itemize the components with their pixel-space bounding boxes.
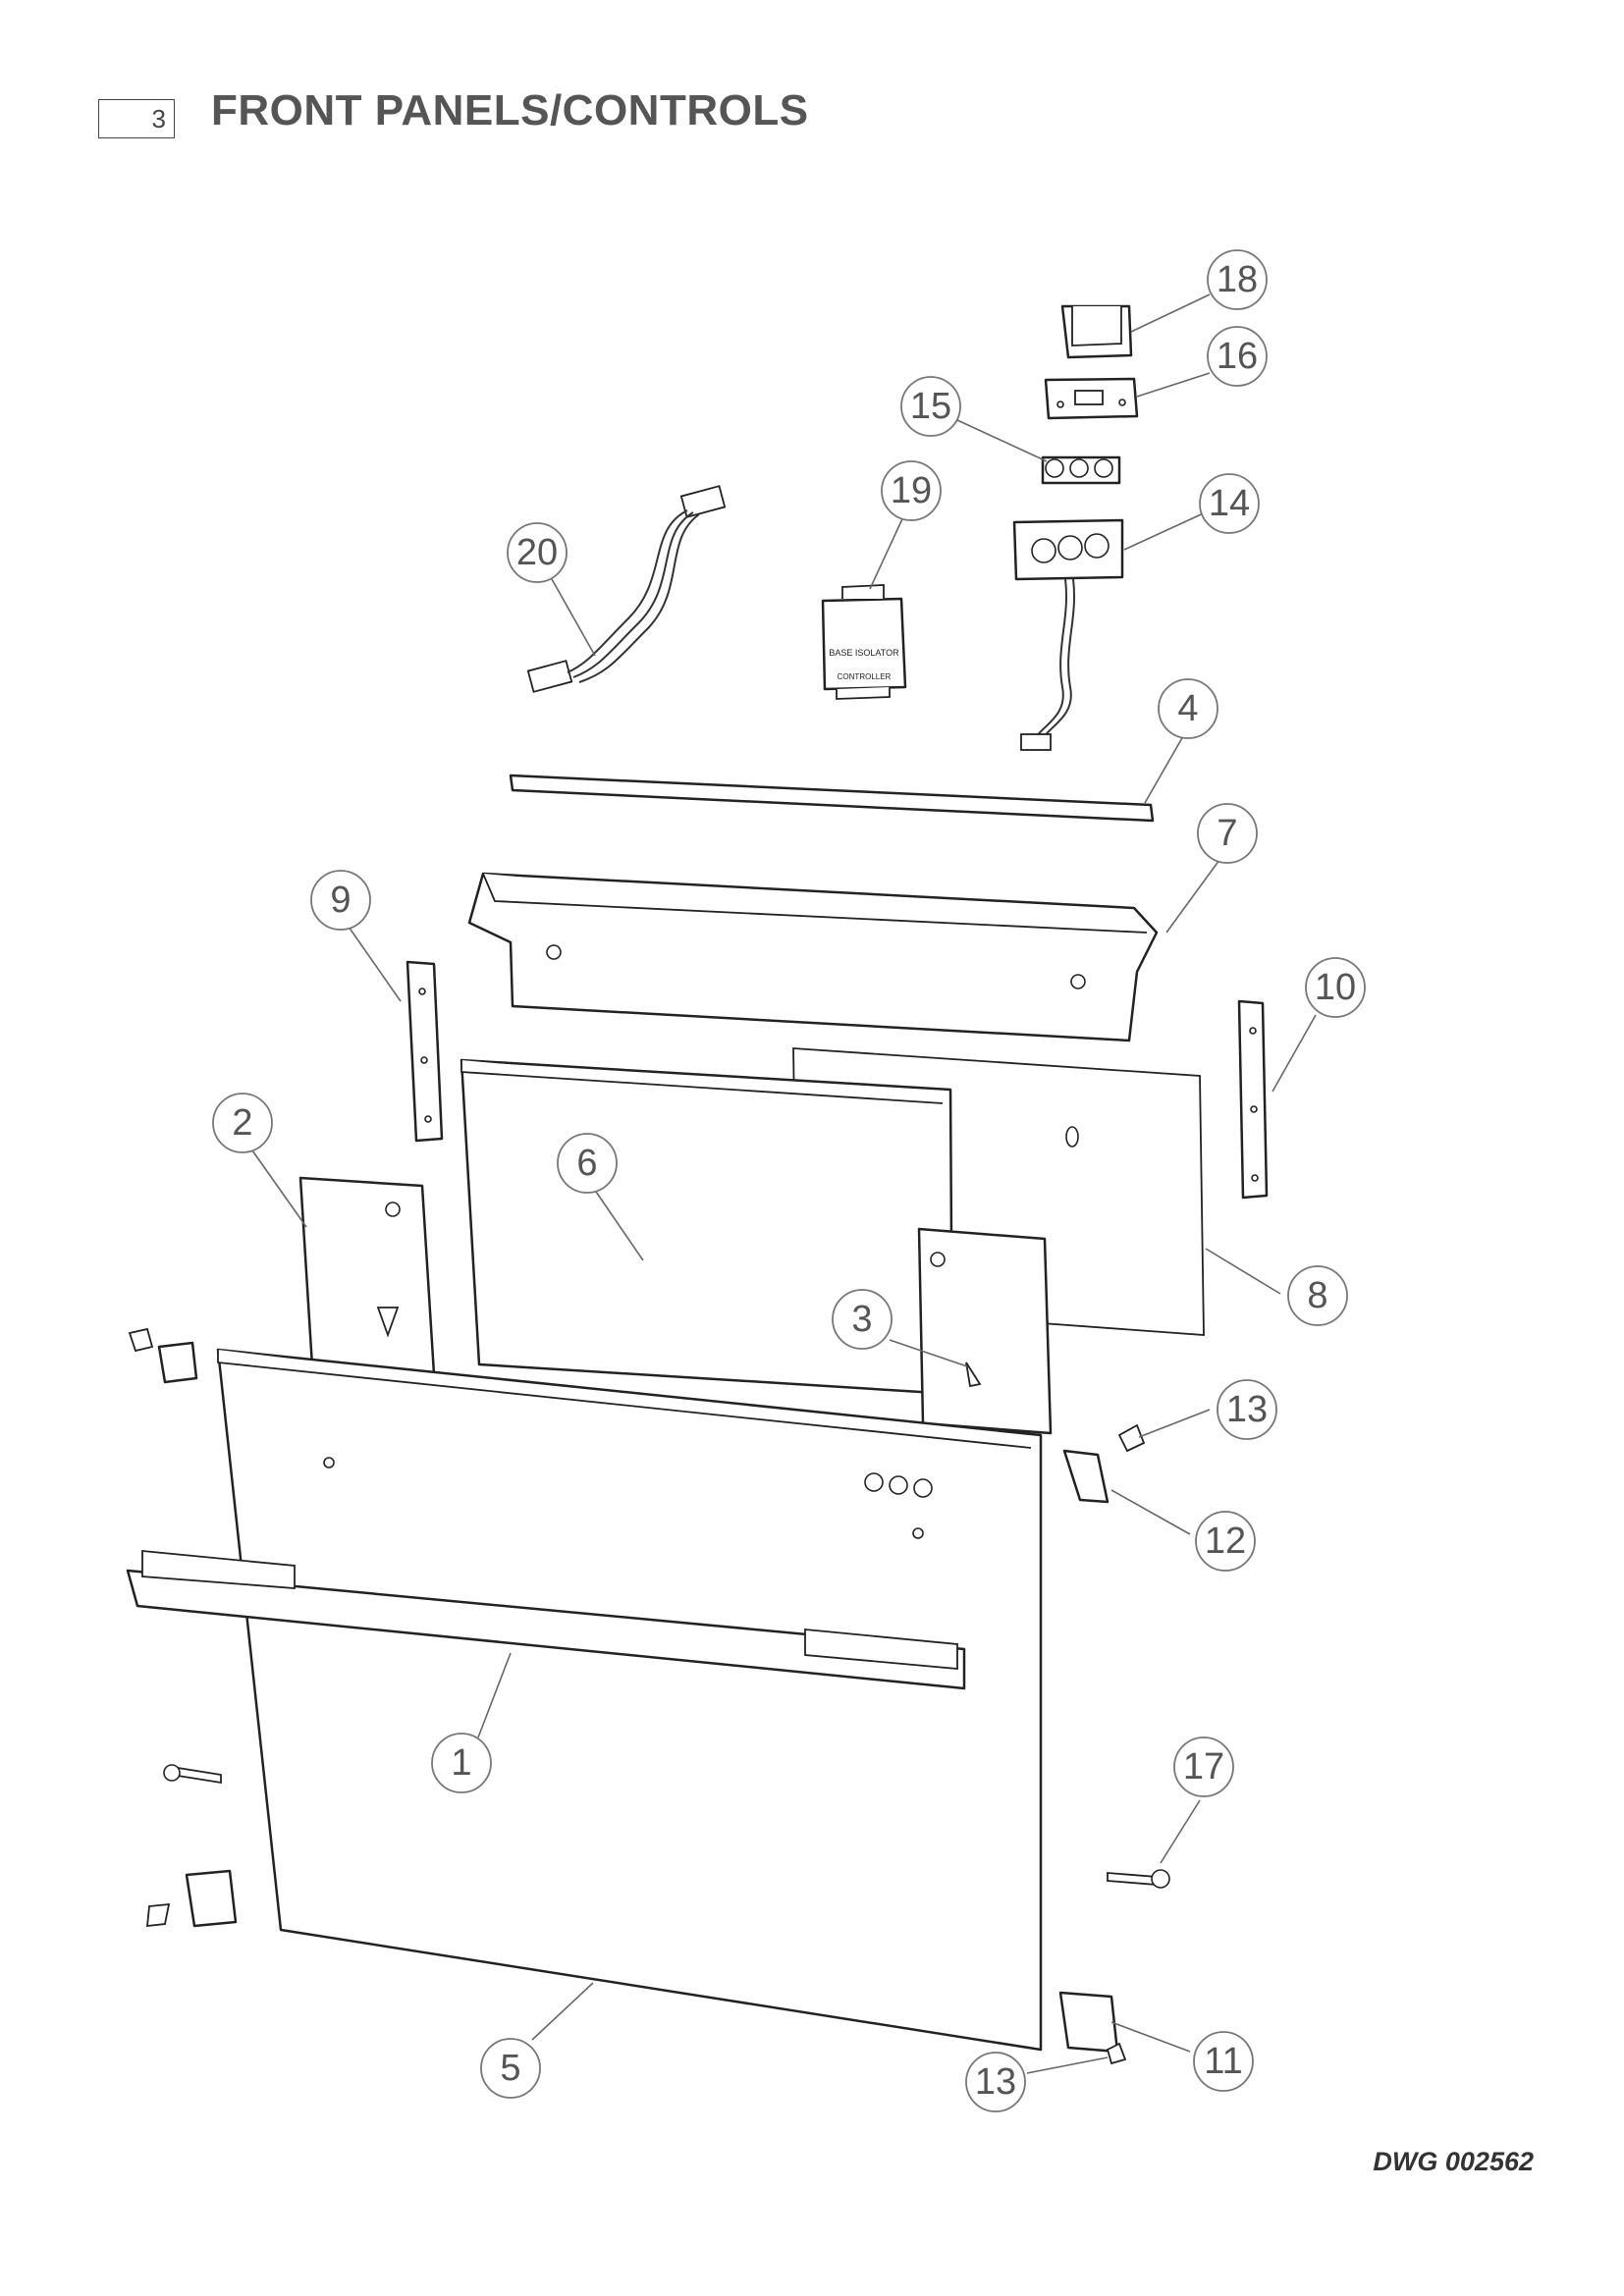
callout-9: 9 [310, 870, 371, 931]
part-20-wiring-harness [526, 485, 727, 693]
callout-16: 16 [1207, 326, 1268, 387]
callout-11: 11 [1193, 2031, 1254, 2092]
part-13-clip-lower [1106, 2042, 1127, 2065]
callout-19: 19 [881, 460, 942, 521]
callout-label: 13 [975, 2061, 1016, 2103]
callout-2: 2 [212, 1093, 273, 1153]
callout-label: 5 [500, 2048, 520, 2089]
left-upper-clip [128, 1327, 198, 1384]
callout-12: 12 [1195, 1511, 1256, 1572]
callout-label: 9 [330, 880, 351, 921]
callout-5: 5 [480, 2038, 541, 2099]
callout-label: 1 [451, 1742, 471, 1784]
left-screw [163, 1764, 222, 1785]
page-title: FRONT PANELS/CONTROLS [211, 86, 809, 134]
callout-label: 2 [232, 1102, 252, 1144]
callout-20: 20 [507, 522, 568, 583]
callout-label: 8 [1307, 1275, 1327, 1316]
callout-label: 14 [1209, 483, 1250, 524]
leader-lines [251, 294, 1317, 2074]
part-14-control-panel [1012, 518, 1124, 751]
callout-label: 6 [576, 1143, 597, 1184]
part-9-left-bracket [406, 960, 444, 1143]
part-2-left-trim [298, 1176, 436, 1376]
part-15-buttons [1041, 455, 1121, 485]
callout-17: 17 [1173, 1736, 1234, 1797]
section-number-box: 3 [98, 99, 175, 138]
part-13-clip-upper [1117, 1423, 1146, 1453]
callout-10: 10 [1305, 957, 1366, 1018]
callout-label: 7 [1217, 813, 1237, 854]
part-10-right-bracket [1237, 999, 1269, 1200]
callout-14: 14 [1199, 473, 1260, 534]
callout-18: 18 [1207, 249, 1268, 310]
callout-label: 13 [1226, 1389, 1268, 1430]
part-7-top-panel [467, 872, 1159, 1042]
callout-label: 17 [1183, 1746, 1224, 1788]
callout-label: 10 [1315, 967, 1356, 1008]
part-3-right-trim [917, 1227, 1053, 1435]
callout-label: 18 [1217, 259, 1258, 300]
part-18-clip [1060, 304, 1133, 359]
callout-4: 4 [1158, 678, 1218, 739]
callout-label: 19 [891, 470, 932, 511]
callout-6: 6 [557, 1133, 618, 1194]
part-12-bracket [1062, 1449, 1110, 1504]
callout-label: 4 [1177, 688, 1198, 729]
isolator-label-line1: BASE ISOLATOR [829, 648, 899, 658]
callout-7: 7 [1197, 803, 1258, 864]
part-4-strip [509, 774, 1155, 823]
drawing-reference: DWG 002562 [1373, 2147, 1534, 2176]
part-17-screw [1107, 1869, 1170, 1889]
callout-label: 11 [1204, 2041, 1242, 2082]
callout-label: 20 [516, 532, 558, 573]
left-lower-clip [145, 1869, 238, 1928]
part-16-bracket [1044, 377, 1139, 420]
callout-13-upper: 13 [1217, 1379, 1277, 1440]
callout-1: 1 [431, 1733, 492, 1793]
callout-label: 16 [1217, 336, 1258, 377]
callout-3: 3 [832, 1289, 893, 1350]
callout-15: 15 [900, 376, 961, 437]
part-1-handle [126, 1550, 966, 1690]
callout-label: 3 [851, 1299, 872, 1340]
part-19-base-isolator-controller: BASE ISOLATOR CONTROLLER [821, 584, 907, 700]
part-11-bracket [1058, 1991, 1119, 2054]
callout-8: 8 [1287, 1265, 1348, 1326]
callout-label: 12 [1205, 1521, 1246, 1562]
callout-label: 15 [910, 386, 951, 427]
callout-13-lower: 13 [965, 2052, 1026, 2112]
isolator-label-line2: CONTROLLER [838, 672, 892, 681]
part-5-front-door-panel [216, 1348, 1043, 2052]
